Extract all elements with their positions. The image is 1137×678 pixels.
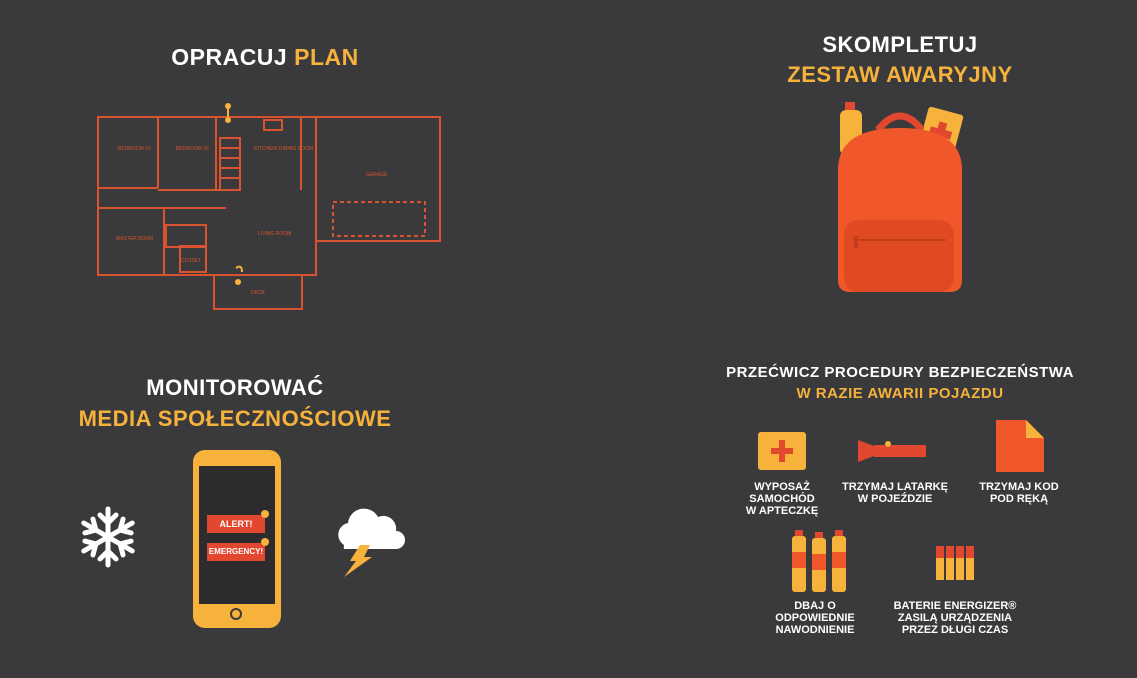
media-title: MONITOROWAĆ MEDIA SPOŁECZNOŚCIOWE bbox=[60, 372, 410, 434]
item-water-line1: DBAJ O bbox=[794, 600, 836, 612]
kit-title: SKOMPLETUJ ZESTAW AWARYJNY bbox=[740, 30, 1060, 90]
item-water-line2: ODPOWIEDNIE bbox=[775, 612, 855, 624]
item-code-line2: POD RĘKĄ bbox=[989, 493, 1049, 505]
flashlight-icon bbox=[858, 440, 926, 462]
item-first-aid-caption: WYPOSAŻ SAMOCHÓD W APTECZKĘ bbox=[732, 481, 832, 517]
item-flashlight-line1: TRZYMAJ LATARKĘ bbox=[842, 481, 948, 493]
batteries-icon bbox=[936, 546, 974, 580]
practice-title: PRZEĆWICZ PROCEDURY BEZPIECZEŃSTWA W RAZ… bbox=[700, 362, 1100, 404]
emergency-badge: EMERGENCY! bbox=[207, 543, 265, 561]
plan-room-deck: DECK bbox=[251, 290, 266, 296]
item-flashlight-caption: TRZYMAJ LATARKĘ W POJEŹDZIE bbox=[830, 481, 960, 505]
smartphone: ALERT! EMERGENCY! bbox=[193, 450, 281, 628]
item-first-aid-line2: SAMOCHÓD bbox=[749, 493, 815, 505]
plan-room-closet: CLOSET bbox=[181, 258, 201, 264]
alert-badge: ALERT! bbox=[207, 515, 265, 533]
item-flashlight-line2: W POJEŹDZIE bbox=[857, 493, 933, 505]
storm-cloud-icon bbox=[338, 508, 405, 577]
plan-room-bedroom3: BEDROOM #3 bbox=[118, 146, 151, 152]
first-aid-kit-icon bbox=[758, 432, 806, 470]
item-code-line1: TRZYMAJ KOD bbox=[979, 481, 1059, 493]
plan-room-garage: GARAGE bbox=[366, 172, 388, 178]
item-water-line3: NAWODNIENIE bbox=[775, 624, 855, 636]
item-code-caption: TRZYMAJ KOD POD RĘKĄ bbox=[964, 481, 1074, 505]
snowflake-icon bbox=[81, 506, 135, 568]
backpack-icon bbox=[838, 102, 964, 292]
phone-home-button bbox=[230, 608, 242, 620]
code-card-icon bbox=[996, 420, 1044, 472]
plan-room-master: MASTER BDRM bbox=[116, 236, 153, 242]
item-batteries-line2: ZASILĄ URZĄDZENIA bbox=[897, 612, 1013, 624]
item-first-aid-line1: WYPOSAŻ bbox=[754, 481, 810, 493]
emergency-dot bbox=[261, 538, 269, 546]
item-water-caption: DBAJ O ODPOWIEDNIE NAWODNIENIE bbox=[760, 600, 870, 636]
practice-title-main: PRZEĆWICZ PROCEDURY BEZPIECZEŃSTWA bbox=[726, 364, 1074, 381]
media-title-main: MONITOROWAĆ bbox=[146, 375, 324, 400]
floor-plan: BEDROOM #3 BEDROOM #2 KITCHEN/ DINING RO… bbox=[97, 103, 441, 310]
kit-title-accent: ZESTAW AWARYJNY bbox=[787, 62, 1013, 87]
item-batteries-caption: BATERIE ENERGIZER® ZASILĄ URZĄDZENIA PRZ… bbox=[880, 600, 1030, 636]
kit-title-main: SKOMPLETUJ bbox=[822, 32, 978, 57]
plan-room-bedroom2: BEDROOM #2 bbox=[176, 146, 209, 152]
plan-room-kitchen: KITCHEN/ DINING ROOM bbox=[254, 146, 313, 152]
plan-title-accent: PLAN bbox=[294, 44, 359, 70]
water-bottles-icon bbox=[792, 530, 846, 592]
media-title-accent: MEDIA SPOŁECZNOŚCIOWE bbox=[78, 406, 392, 431]
alert-dot bbox=[261, 510, 269, 518]
practice-title-accent: W RAZIE AWARII POJAZDU bbox=[796, 385, 1004, 402]
plan-title-main: OPRACUJ bbox=[171, 44, 288, 70]
item-first-aid-line3: W APTECZKĘ bbox=[745, 505, 819, 517]
phone-screen bbox=[199, 466, 275, 604]
plan-title: OPRACUJ PLAN bbox=[110, 44, 420, 71]
item-batteries-line1: BATERIE ENERGIZER® bbox=[893, 600, 1017, 612]
plan-room-living: LIVING ROOM bbox=[258, 231, 291, 237]
item-batteries-line3: PRZEZ DŁUGI CZAS bbox=[901, 624, 1009, 636]
